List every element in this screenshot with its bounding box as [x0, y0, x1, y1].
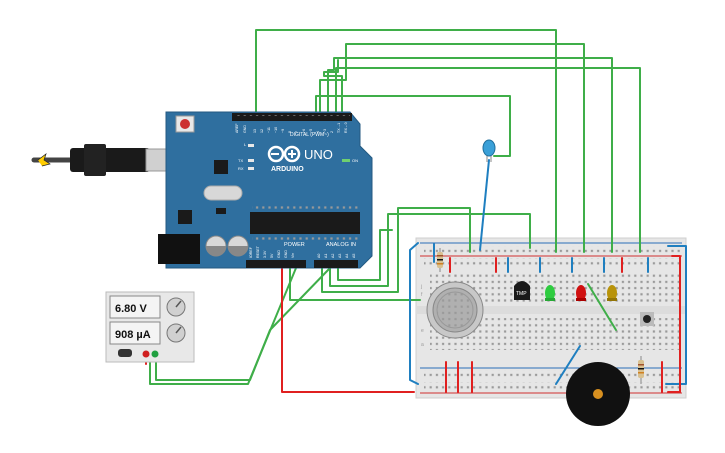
digital-pin-label: 2 — [330, 131, 334, 133]
analog-pin-label: A3 — [338, 254, 342, 258]
digital-pin-label: 4 — [316, 131, 320, 133]
arduino-logo-icon — [267, 145, 301, 163]
digital-pin-label: RX←0 — [344, 122, 348, 133]
knob-icon[interactable] — [166, 297, 186, 317]
digital-pin-label: ~9 — [281, 129, 285, 133]
wire-blue-led — [479, 159, 490, 251]
resistor[interactable] — [638, 356, 644, 384]
arduino-uno-board[interactable]: ARDUINO UNO DIGITAL (PWM~) POWER ANALOG … — [158, 111, 373, 269]
power-pin-label: RESET — [256, 245, 260, 258]
pin-label-gnd: GND — [243, 125, 247, 133]
power-supply[interactable]: 6.80 V 908 µA — [105, 291, 195, 363]
voltage-display: 6.80 V — [115, 303, 147, 315]
capacitor-icon — [205, 235, 249, 257]
l-label: L — [244, 142, 247, 147]
digital-pin-label: ~6 — [302, 129, 306, 133]
analog-label: ANALOG IN — [326, 242, 356, 248]
yellow-led[interactable] — [607, 285, 617, 301]
svg-text:a: a — [421, 342, 424, 348]
green-led[interactable] — [545, 285, 555, 301]
power-pin-label: IOREF — [249, 246, 253, 258]
wire-blue-right — [665, 245, 687, 385]
wire-5v — [289, 261, 421, 301]
digital-pin-label: TX→1 — [337, 123, 341, 133]
knob-icon[interactable] — [166, 323, 186, 343]
wire-d5 — [319, 43, 585, 253]
wire-a1 — [329, 213, 531, 287]
digital-pin-label: 13 — [253, 129, 257, 133]
current-display: 908 µA — [115, 329, 151, 341]
wire-supply-green2 — [149, 267, 297, 385]
dc-barrel-jack-icon — [158, 234, 200, 264]
usb-cable-icon — [31, 144, 171, 176]
digital-pin-label: 7 — [295, 131, 299, 133]
wire-d6 — [315, 95, 511, 157]
svg-text:j: j — [420, 284, 422, 290]
analog-pin-label: A4 — [345, 254, 349, 258]
power-pin-label: GND — [284, 250, 288, 258]
svg-text:f: f — [421, 292, 423, 298]
digital-pin-label: ~10 — [274, 127, 278, 133]
rx-label: RX — [238, 166, 244, 171]
analog-pin-label: A1 — [324, 254, 328, 258]
temp-sensor[interactable]: TMP — [514, 281, 530, 300]
analog-pin-label: A5 — [352, 254, 356, 258]
tx-label: TX — [238, 158, 243, 163]
wire-gnd-red — [281, 261, 415, 393]
gas-sensor-icon[interactable] — [426, 281, 484, 339]
pin-label-aref: AREF — [235, 123, 239, 133]
power-pin-label: Vin — [291, 253, 295, 258]
digital-label: DIGITAL (PWM~) — [290, 132, 329, 138]
wire-d2 — [323, 59, 343, 119]
power-pin-label: GND — [277, 250, 281, 258]
wire-d3 — [335, 67, 641, 253]
svg-text:e: e — [421, 328, 424, 334]
analog-pin-label: A0 — [317, 254, 321, 258]
digital-pin-label: 12 — [260, 129, 264, 133]
wire-blue-left — [409, 242, 419, 385]
arduino-model: UNO — [304, 147, 333, 162]
arduino-brand: ARDUINO — [271, 166, 304, 173]
buzzer-icon[interactable] — [566, 362, 630, 426]
temp-sensor-label: TMP — [516, 291, 527, 297]
digital-pin-label: ~5 — [309, 129, 313, 133]
blue-led[interactable] — [482, 139, 496, 162]
wire-d12 — [255, 29, 557, 253]
chip-icon — [250, 206, 360, 240]
reset-button-icon[interactable] — [175, 115, 195, 133]
digital-pin-label: ~3 — [323, 129, 327, 133]
pushbutton-icon[interactable] — [640, 312, 654, 326]
wire-d4 — [327, 57, 613, 253]
power-label: POWER — [284, 242, 305, 248]
digital-pin-label: ~11 — [267, 127, 271, 133]
wire-blue-diag — [555, 345, 581, 385]
usb-plug-icon — [84, 144, 171, 176]
red-led[interactable] — [576, 285, 586, 301]
wire-a2 — [337, 229, 393, 281]
digital-pin-label: 8 — [288, 131, 292, 133]
wire-red-right — [667, 255, 681, 393]
wire-a0 — [321, 207, 471, 293]
analog-pin-label: A2 — [331, 254, 335, 258]
power-pin-label: 3.3V — [263, 250, 267, 258]
power-pin-label: 5V — [270, 253, 274, 258]
on-label: ON — [352, 158, 358, 163]
resistor[interactable] — [437, 248, 443, 272]
wire-green-diag — [587, 283, 617, 331]
